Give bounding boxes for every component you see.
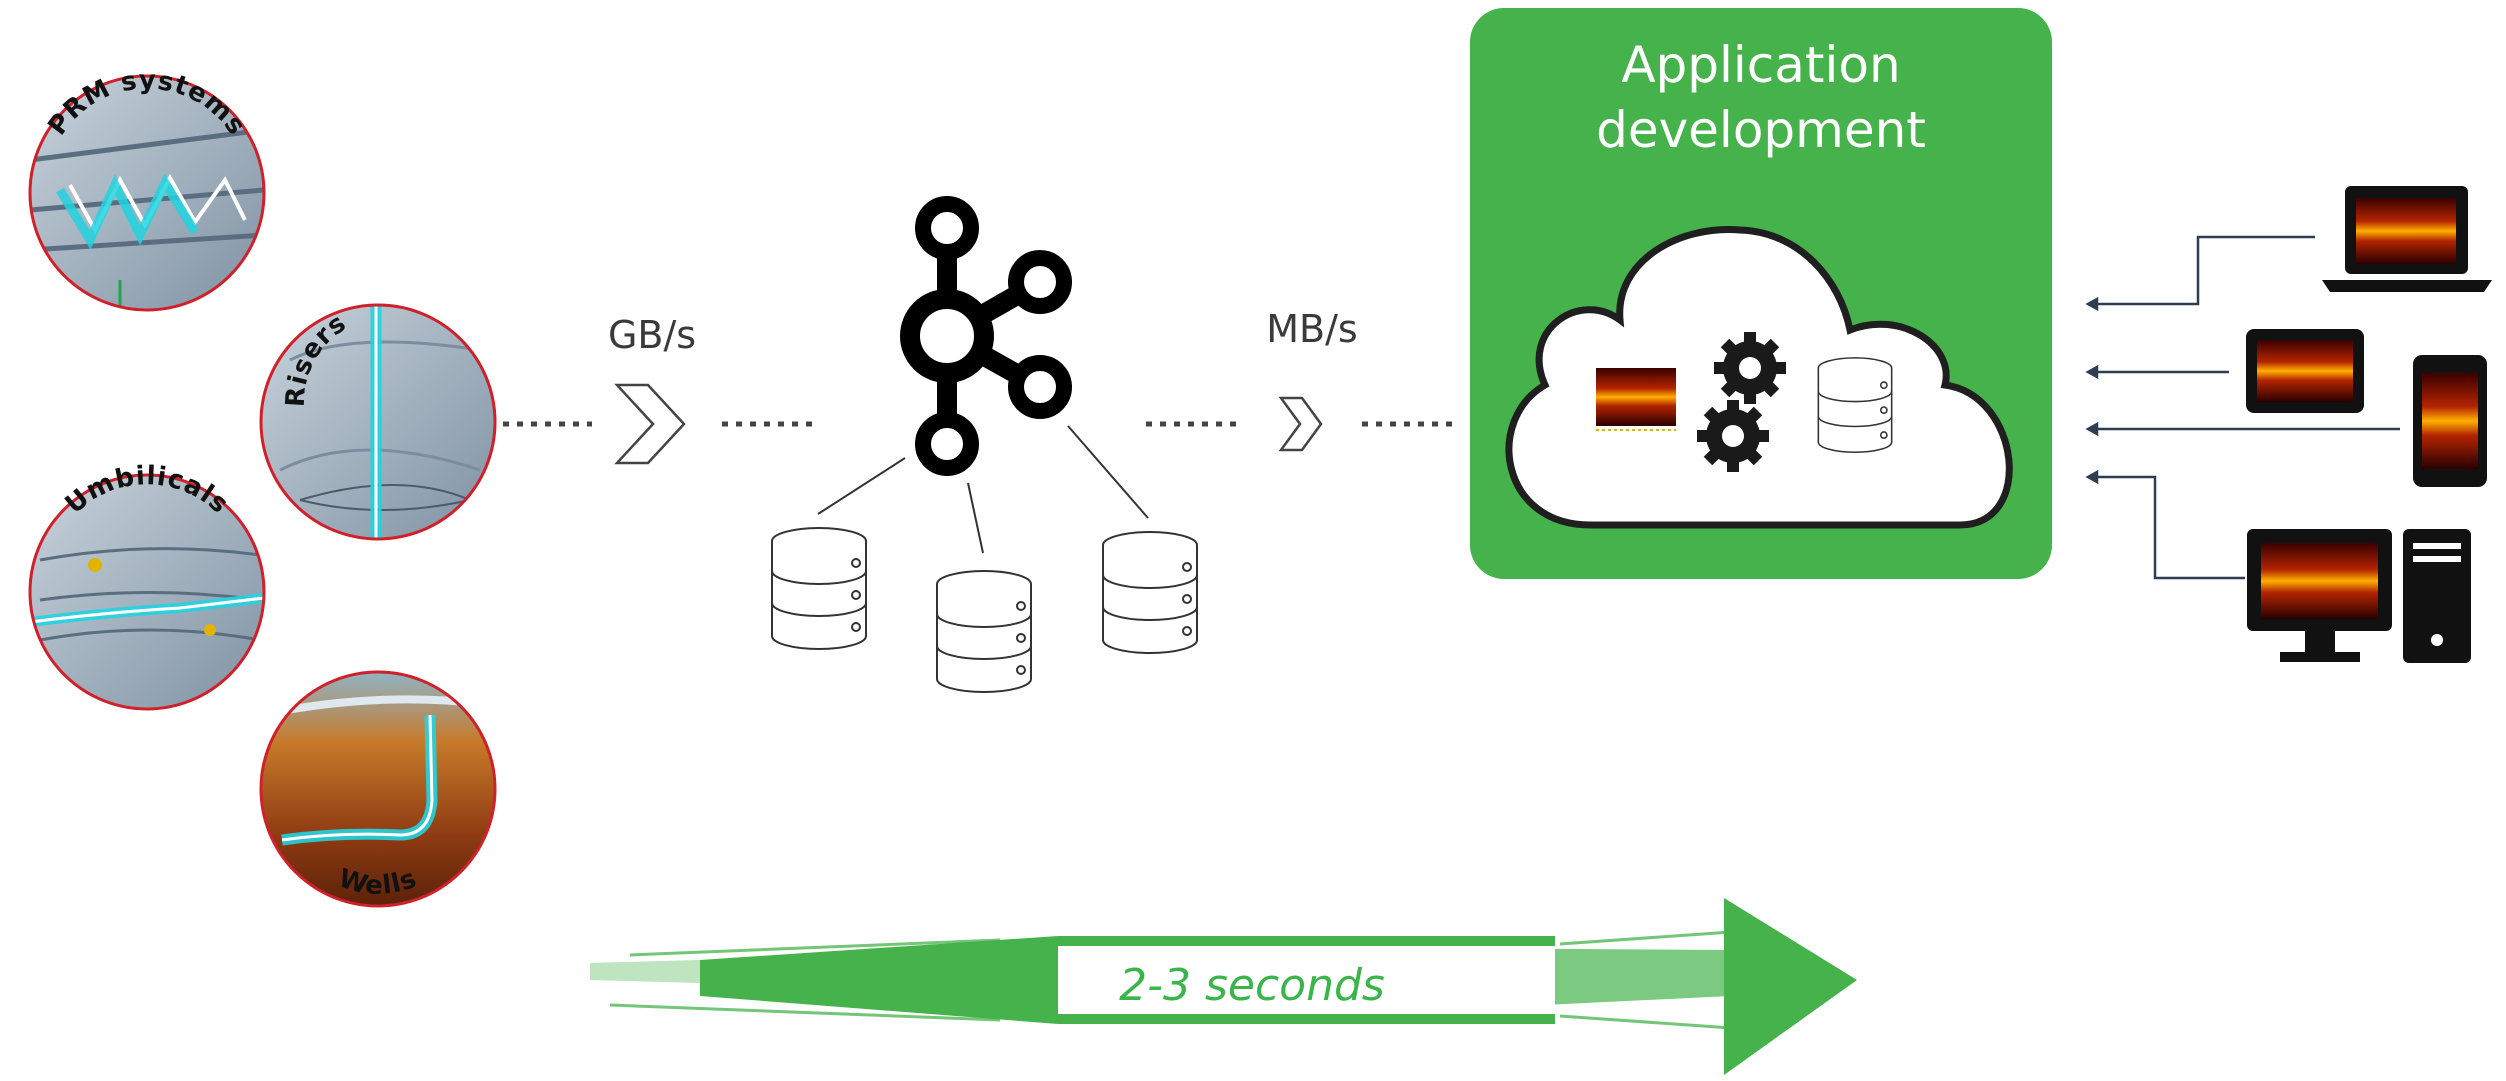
client-arrows [2085, 235, 2400, 580]
rate-gbs-label: GB/s [608, 313, 696, 357]
desktop-computer-icon [2247, 529, 2471, 663]
database-icon [936, 570, 1032, 693]
gear-icon [1714, 332, 1786, 404]
kafka-icon [900, 196, 1072, 476]
kafka-db-link-1 [817, 457, 906, 515]
database-icon [771, 527, 867, 650]
database-icon [1102, 531, 1198, 654]
source-risers: Risers [259, 303, 497, 541]
tablet-icon [2246, 329, 2364, 413]
kafka-db-link-2 [967, 482, 984, 554]
rate-mbs-label: MB/s [1266, 307, 1357, 351]
latency-label: 2-3 seconds [1119, 960, 1385, 1011]
app-title-line2: development [1596, 101, 1926, 159]
chevron-mbs-icon [1278, 396, 1323, 452]
gear-icon [1697, 400, 1769, 472]
heatmap-thumbnail [1596, 368, 1676, 431]
app-title-line1: Application [1621, 36, 1900, 94]
source-wells: Wells [259, 670, 497, 908]
phone-icon [2413, 355, 2487, 487]
source-prm-systems: PRM systems [28, 66, 266, 312]
chevron-gbs-icon [614, 383, 686, 465]
laptop-icon [2322, 186, 2492, 292]
database-icon [1817, 357, 1893, 454]
latency-arrow [590, 898, 1857, 1075]
source-umbilicals: Umbilicals [28, 461, 266, 711]
kafka-db-link-3 [1067, 425, 1149, 519]
application-development-panel: Application development [1470, 8, 2052, 579]
